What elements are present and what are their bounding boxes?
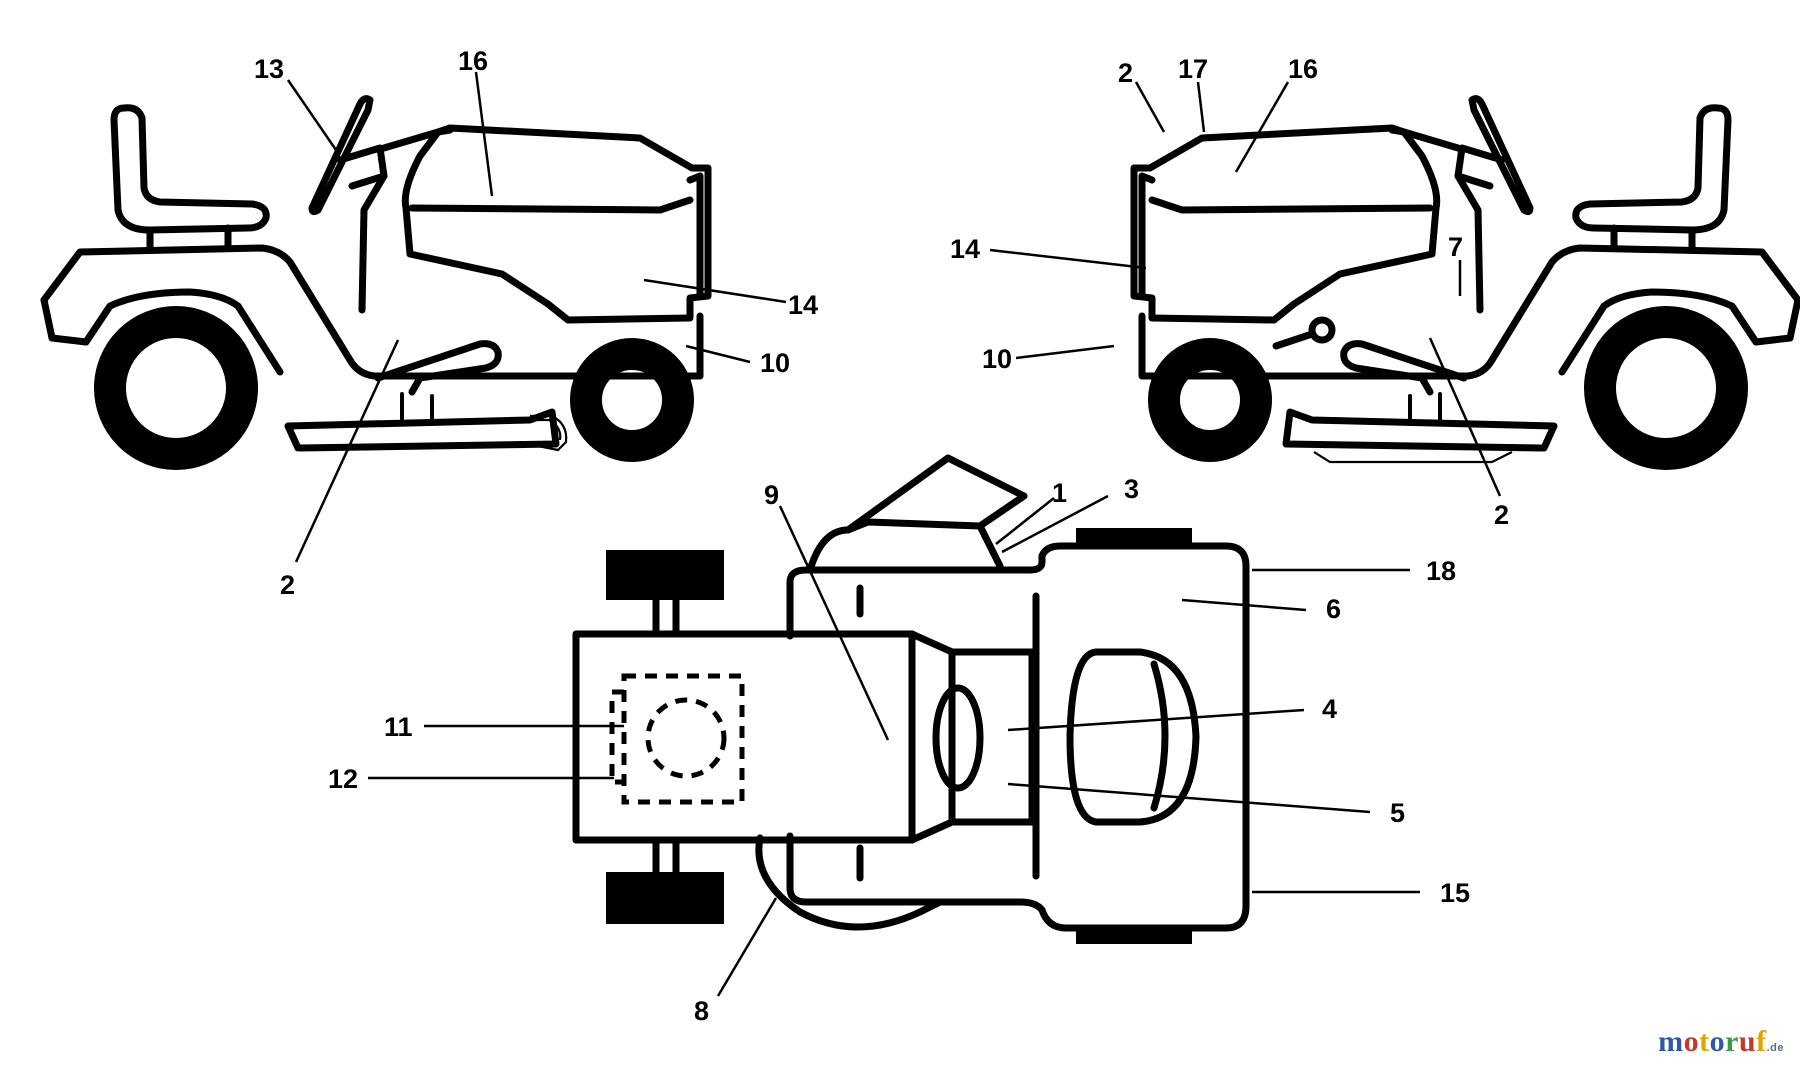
callout-10: 10 (760, 348, 790, 378)
discharge-chute (844, 454, 1028, 534)
callout-3: 3 (1124, 474, 1139, 504)
steering-wheel-left (308, 95, 374, 216)
callout-11: 11 (384, 712, 413, 742)
seat-left (110, 104, 270, 234)
mower-deck-right (1282, 408, 1558, 452)
watermark-letter: f (1756, 1025, 1767, 1058)
front-wheel-left (570, 338, 694, 462)
callout-18: 18 (1426, 556, 1456, 586)
callout-12: 12 (328, 764, 358, 794)
callout-6: 6 (1326, 594, 1341, 624)
lift-lever-knob (1308, 316, 1336, 344)
rear-tire-top-lower (606, 872, 724, 924)
callout-2: 2 (1494, 500, 1509, 530)
callout-lines (286, 71, 1502, 997)
callout-2: 2 (1118, 58, 1133, 88)
callout-17: 17 (1178, 54, 1208, 84)
tractor-side-view-left (40, 95, 712, 470)
callout-1: 1 (1052, 478, 1067, 508)
callout-16: 16 (1288, 54, 1318, 84)
watermark-letter: o (1709, 1025, 1726, 1058)
foot-pedal-left (374, 340, 502, 396)
callout-10: 10 (982, 344, 1012, 374)
callout-numbers: 13 16 14 10 2 2 17 16 14 7 10 2 9 1 3 18… (254, 46, 1509, 1026)
rear-tire-top-upper (606, 550, 724, 600)
watermark-letters: motoruf (1658, 1025, 1767, 1058)
dash-ellipse (932, 684, 984, 792)
watermark-letter: r (1725, 1025, 1739, 1058)
callout-13: 13 (254, 54, 284, 84)
callout-16: 16 (458, 46, 488, 76)
fuel-cap-outline (645, 697, 727, 779)
callout-7: 7 (1448, 232, 1463, 262)
rear-wheel-right (1584, 306, 1748, 470)
steering-wheel-right (1468, 95, 1534, 216)
callout-2: 2 (280, 570, 295, 600)
chassis-top (786, 542, 1250, 932)
engine-cover (1066, 648, 1200, 826)
rear-body-box (572, 630, 916, 844)
tractor-side-view-right (1130, 95, 1800, 470)
bag-lower (755, 834, 944, 931)
hood-left (401, 124, 712, 324)
callout-5: 5 (1390, 798, 1405, 828)
callout-9: 9 (764, 480, 779, 510)
rear-fender-right (1138, 244, 1800, 380)
dashed-panel-outer (621, 673, 745, 805)
rear-fender-left (40, 244, 704, 380)
callout-4: 4 (1322, 694, 1337, 724)
mower-deck-left (284, 408, 560, 452)
watermark-letter: m (1658, 1025, 1684, 1058)
callout-14: 14 (788, 290, 818, 320)
seat-right (1572, 104, 1732, 234)
watermark-letter: t (1699, 1025, 1710, 1058)
watermark-suffix: .de (1766, 1042, 1784, 1054)
watermark-letter: u (1738, 1025, 1757, 1058)
rear-wheel-left (94, 306, 258, 470)
front-wheel-right (1148, 338, 1272, 462)
hood-right (1130, 124, 1441, 324)
motoruf-watermark: motoruf.de (1658, 1025, 1784, 1059)
callout-14: 14 (950, 234, 980, 264)
tractor-top-view (572, 454, 1250, 944)
foot-pedal-right (1340, 340, 1468, 396)
watermark-letter: o (1683, 1025, 1700, 1058)
callout-15: 15 (1440, 878, 1470, 908)
callout-8: 8 (694, 996, 709, 1026)
front-tire-top-upper (1076, 528, 1192, 546)
